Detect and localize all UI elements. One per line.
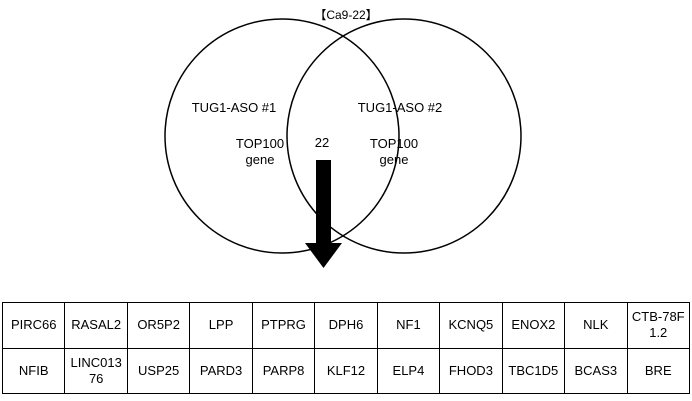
gene-cell: DPH6 (314, 302, 378, 349)
down-arrow (305, 160, 342, 268)
right-set-circle (286, 18, 522, 254)
gene-cell: USP25 (126, 347, 191, 394)
gene-cell: PARP8 (251, 347, 316, 394)
gene-cell: PARD3 (189, 347, 253, 394)
gene-cell: ENOX2 (501, 302, 566, 349)
venn-diagram: TUG1-ASO #1 TOP100 gene TUG1-ASO #2 TOP1… (164, 18, 522, 268)
right-set-label: TUG1-ASO #2 (358, 100, 443, 115)
figure-title: 【Ca9-22】 (314, 8, 378, 22)
gene-cell: FHOD3 (439, 347, 503, 394)
left-set-circle (164, 18, 400, 254)
gene-cell: NFIB (1, 347, 66, 394)
gene-cell: KLF12 (314, 347, 378, 394)
gene-cell: PTPRG (251, 302, 316, 349)
gene-cell: OR5P2 (126, 302, 191, 349)
overlap-count: 22 (315, 135, 329, 150)
gene-cell: CTB-78F1.2 (626, 302, 691, 349)
gene-cell: NLK (564, 302, 628, 349)
left-set-sub-line1: TOP100 (236, 136, 284, 151)
gene-cell: TBC1D5 (501, 347, 566, 394)
gene-cell: KCNQ5 (439, 302, 503, 349)
gene-cell: RASAL2 (64, 302, 128, 349)
gene-cell: LPP (189, 302, 253, 349)
gene-cell: PIRC66 (1, 302, 66, 349)
gene-cell: NF1 (376, 302, 441, 349)
left-set-label: TUG1-ASO #1 (192, 100, 277, 115)
right-set-sub-line2: gene (380, 152, 409, 167)
gene-cell: ELP4 (376, 347, 441, 394)
gene-cell: BCAS3 (564, 347, 628, 394)
gene-cell: LINC01376 (64, 347, 128, 394)
gene-cell: BRE (626, 347, 691, 394)
left-set-sub-line2: gene (246, 152, 275, 167)
right-set-sub-line1: TOP100 (370, 136, 418, 151)
